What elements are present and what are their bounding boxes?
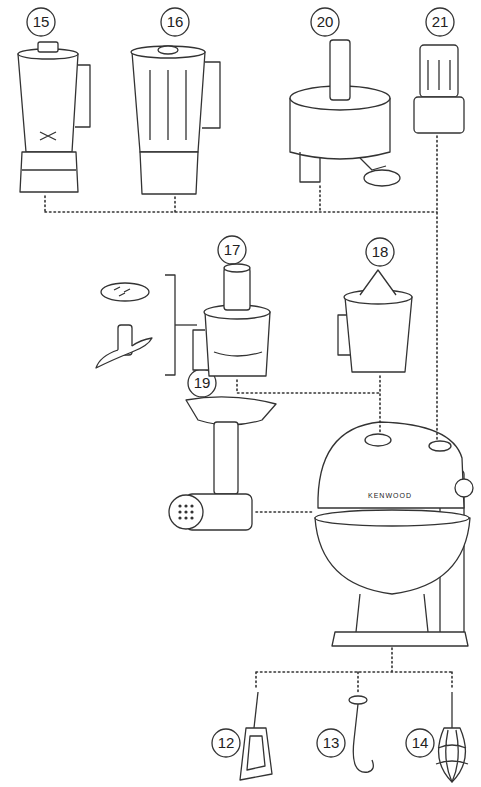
callout-number: 16 — [167, 14, 184, 31]
disc-and-blade — [96, 275, 197, 375]
callout-number: 21 — [432, 14, 449, 31]
dotted-guides — [45, 136, 452, 694]
blender-glass — [18, 42, 90, 192]
callout-number: 15 — [33, 14, 50, 31]
callout-number: 18 — [372, 244, 389, 261]
callout-number: 12 — [218, 735, 235, 752]
dough-hook — [349, 696, 373, 772]
callout-number: 13 — [323, 735, 340, 752]
flat-beater — [240, 692, 272, 780]
food-processor — [193, 264, 270, 376]
callout-number: 19 — [194, 375, 211, 392]
stand-mixer — [315, 422, 473, 646]
slicer-attachment — [290, 40, 400, 186]
callout-number: 14 — [412, 735, 429, 752]
citrus-juicer — [338, 270, 412, 372]
multi-mill — [414, 45, 464, 133]
mincer — [169, 397, 276, 530]
whisk — [436, 692, 468, 782]
brand-text: KENWOOD — [368, 492, 412, 500]
callout-number: 20 — [317, 14, 334, 31]
blender-plastic — [131, 46, 220, 194]
callout-number: 17 — [224, 242, 241, 259]
